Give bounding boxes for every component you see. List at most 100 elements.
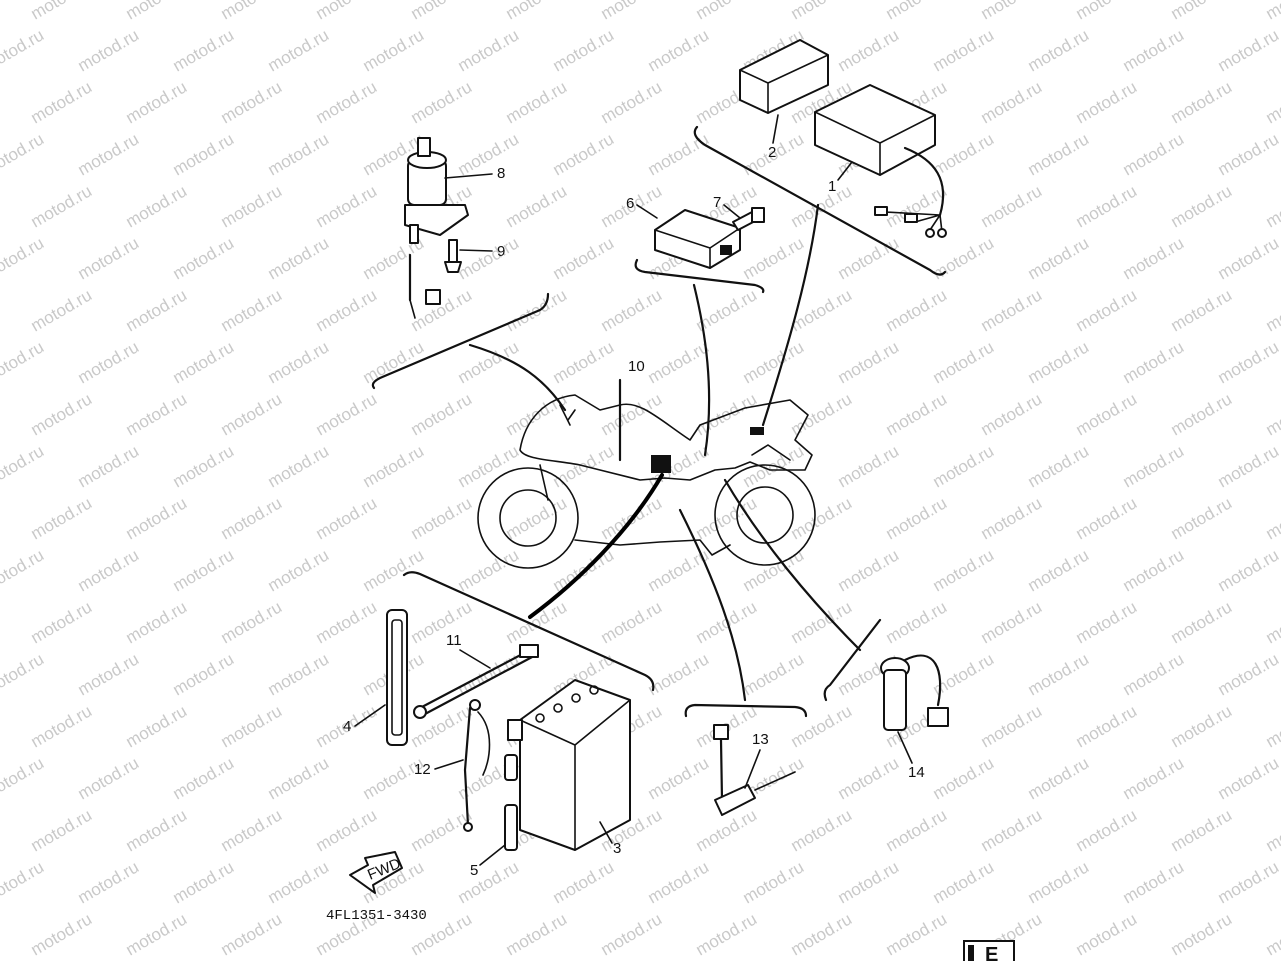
watermark-text: motod.ru [503, 0, 571, 23]
watermark-text: motod.ru [550, 233, 618, 283]
watermark-text: motod.ru [170, 545, 238, 595]
part-12-wire [463, 699, 491, 832]
watermark-text: motod.ru [265, 233, 333, 283]
watermark-text: motod.ru [75, 25, 143, 75]
watermark-text: motod.ru [0, 233, 47, 283]
watermark-text: motod.ru [0, 753, 47, 803]
part-11-lead [413, 644, 539, 719]
watermark-text: motod.ru [1263, 0, 1281, 23]
watermark-text: motod.ru [1073, 181, 1141, 231]
part-label-3: 3 [613, 840, 621, 857]
watermark-text: motod.ru [313, 493, 381, 543]
watermark-text: motod.ru [170, 441, 238, 491]
watermark-text: motod.ru [788, 389, 856, 439]
watermark-text: motod.ru [693, 909, 761, 959]
watermark-text: motod.ru [1025, 753, 1093, 803]
part-label-1: 1 [828, 178, 836, 195]
watermark-text: motod.ru [645, 25, 713, 75]
watermark-text: motod.ru [503, 909, 571, 959]
watermark-text: motod.ru [1073, 909, 1141, 959]
watermark-text: motod.ru [1073, 597, 1141, 647]
watermark-text: motod.ru [1073, 389, 1141, 439]
part-5-breather-hole [504, 754, 518, 851]
watermark-text: motod.ru [218, 701, 286, 751]
watermark-text: motod.ru [1120, 129, 1188, 179]
watermark-text: motod.ru [28, 285, 96, 335]
watermark-text: motod.ru [1025, 129, 1093, 179]
watermark-text: motod.ru [1120, 753, 1188, 803]
watermark-text: motod.ru [1073, 701, 1141, 751]
watermark-text: motod.ru [1073, 0, 1141, 23]
watermark-text: motod.ru [1120, 857, 1188, 907]
watermark-text: motod.ru [835, 753, 903, 803]
watermark-text: motod.ru [28, 805, 96, 855]
watermark-text: motod.ru [313, 389, 381, 439]
watermark-text: motod.ru [123, 0, 191, 23]
part-label-7: 7 [713, 194, 721, 211]
watermark-text: motod.ru [598, 389, 666, 439]
watermark-text: motod.ru [1025, 233, 1093, 283]
watermark-text: motod.ru [170, 129, 238, 179]
watermark-text: motod.ru [170, 233, 238, 283]
watermark-text: motod.ru [123, 285, 191, 335]
watermark-text: motod.ru [408, 285, 476, 335]
watermark-text: motod.ru [265, 545, 333, 595]
watermark-text: motod.ru [123, 701, 191, 751]
watermark-text: motod.ru [740, 857, 808, 907]
watermark-text: motod.ru [1025, 857, 1093, 907]
watermark-text: motod.ru [1073, 805, 1141, 855]
watermark-text: motod.ru [550, 25, 618, 75]
part-3-battery [507, 679, 631, 851]
watermark-text: motod.ru [123, 181, 191, 231]
watermark-text: motod.ru [0, 129, 47, 179]
watermark-text: motod.ru [978, 597, 1046, 647]
watermark-text: motod.ru [550, 129, 618, 179]
watermark-text: motod.ru [1025, 649, 1093, 699]
watermark-text: motod.ru [360, 441, 428, 491]
watermark-text: motod.ru [455, 25, 523, 75]
watermark-text: motod.ru [218, 909, 286, 959]
watermark-text: motod.ru [978, 0, 1046, 23]
watermark-text: motod.ru [218, 285, 286, 335]
part-label-14: 14 [908, 764, 925, 781]
part-label-12: 12 [414, 761, 431, 778]
watermark-text: motod.ru [1263, 389, 1281, 439]
watermark-text: motod.ru [788, 701, 856, 751]
watermark-text: motod.ru [265, 441, 333, 491]
watermark-text: motod.ru [123, 909, 191, 959]
watermark-text: motod.ru [1263, 701, 1281, 751]
diagram-code: 4FL1351-3430 [326, 908, 427, 924]
watermark-text: motod.ru [1215, 337, 1281, 387]
watermark-text: motod.ru [883, 181, 951, 231]
watermark-text: motod.ru [1215, 649, 1281, 699]
part-label-9: 9 [497, 243, 505, 260]
watermark-text: motod.ru [1120, 25, 1188, 75]
watermark-text: motod.ru [788, 597, 856, 647]
watermark-text: motod.ru [1263, 181, 1281, 231]
watermark-text: motod.ru [883, 805, 951, 855]
watermark-text: motod.ru [170, 857, 238, 907]
watermark-text: motod.ru [1120, 649, 1188, 699]
watermark-text: motod.ru [75, 441, 143, 491]
watermark-text: motod.ru [123, 805, 191, 855]
watermark-text: motod.ru [75, 753, 143, 803]
watermark-text: motod.ru [930, 233, 998, 283]
watermark-text: motod.ru [1168, 181, 1236, 231]
watermark-text: motod.ru [313, 0, 381, 23]
watermark-text: motod.ru [0, 545, 47, 595]
watermark-text: motod.ru [883, 909, 951, 959]
watermark-text: motod.ru [930, 129, 998, 179]
part-7-bolt [732, 207, 765, 231]
part-label-5: 5 [470, 862, 478, 879]
watermark-text: motod.ru [313, 805, 381, 855]
watermark-text: motod.ru [123, 389, 191, 439]
watermark-text: motod.ru [1025, 25, 1093, 75]
watermark-text: motod.ru [123, 493, 191, 543]
watermark-text: motod.ru [1168, 909, 1236, 959]
watermark-text: motod.ru [883, 389, 951, 439]
watermark-text: motod.ru [1120, 337, 1188, 387]
watermark-text: motod.ru [360, 25, 428, 75]
fwd-arrow-icon: FWD [349, 851, 403, 894]
watermark-text: motod.ru [1168, 597, 1236, 647]
watermark-text: motod.ru [75, 337, 143, 387]
